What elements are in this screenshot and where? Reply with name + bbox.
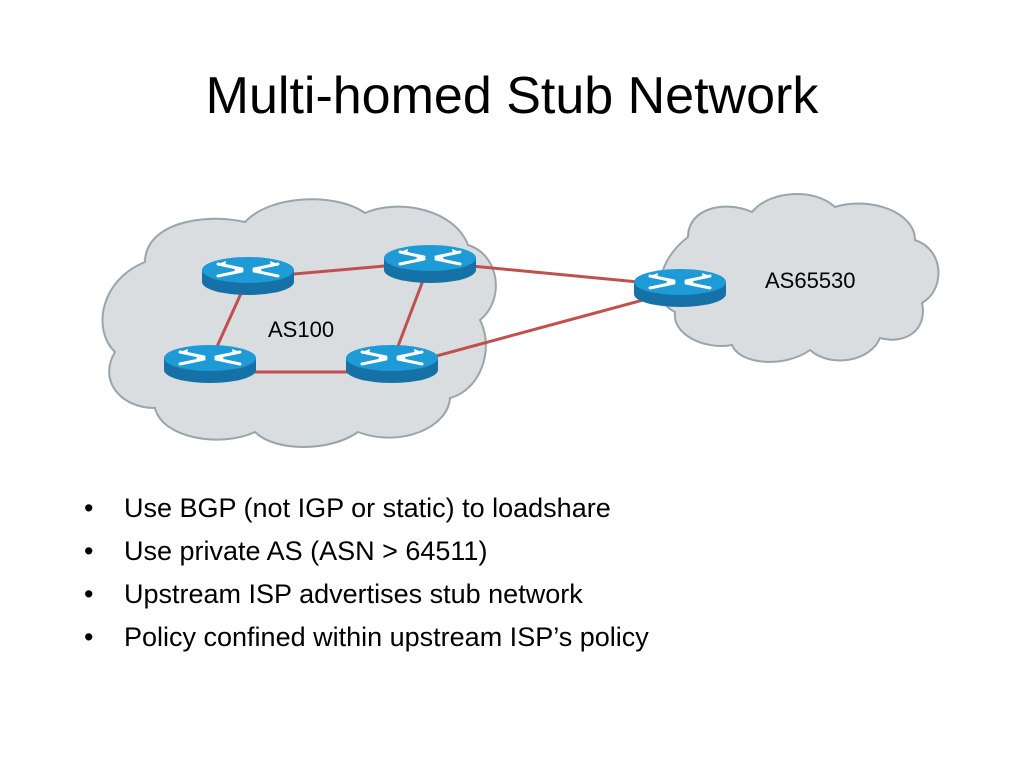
- bullet-list: • Use BGP (not IGP or static) to loadsha…: [84, 487, 649, 659]
- router-icon: [632, 267, 728, 309]
- bullet-marker: •: [84, 493, 94, 523]
- bullet-marker: •: [84, 579, 94, 609]
- bullet-item: • Use BGP (not IGP or static) to loadsha…: [84, 487, 649, 530]
- bullet-text: Upstream ISP advertises stub network: [124, 579, 583, 609]
- cloud-label-as100: AS100: [268, 317, 334, 342]
- router-icon: [382, 243, 478, 285]
- link-r4-r5: [391, 288, 681, 370]
- bullet-item: • Policy confined within upstream ISP’s …: [84, 616, 649, 659]
- router-icon: [344, 343, 440, 385]
- network-diagram: AS100 AS65530: [101, 193, 940, 448]
- bullet-text: Use private AS (ASN > 64511): [124, 536, 488, 566]
- bullet-text: Use BGP (not IGP or static) to loadshare: [124, 493, 611, 523]
- slide-title: Multi-homed Stub Network: [205, 67, 819, 125]
- bullet-item: • Upstream ISP advertises stub network: [84, 573, 649, 616]
- bullet-marker: •: [84, 622, 94, 652]
- router-icon: [200, 255, 296, 297]
- bullet-marker: •: [84, 536, 94, 566]
- router-icon: [162, 343, 258, 385]
- cloud-as65530: [659, 193, 940, 363]
- cloud-label-as65530: AS65530: [765, 268, 856, 293]
- bullet-text: Policy confined within upstream ISP’s po…: [124, 622, 649, 652]
- bullet-item: • Use private AS (ASN > 64511): [84, 530, 649, 573]
